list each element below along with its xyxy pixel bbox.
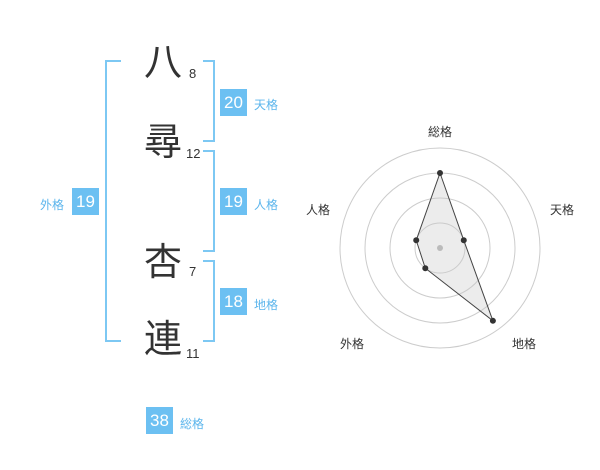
radar-point-2: [489, 317, 496, 324]
chi-kaku-label: 地格: [254, 298, 279, 312]
radar-point-4: [413, 237, 420, 244]
radar-center: [437, 245, 443, 251]
axis-label-jin: 人格: [306, 203, 331, 217]
stroke-count-1: 8: [189, 66, 197, 81]
sou-kaku-label: 総格: [180, 417, 205, 431]
radar-point-0: [437, 170, 443, 176]
radar-ring-3: [364, 172, 516, 324]
chi-kaku-badge: 18: [220, 288, 247, 315]
ten-kaku-label: 天格: [254, 98, 279, 112]
radar-polygon: [415, 171, 494, 323]
ten-bracket: [203, 60, 215, 142]
chi-bracket: [203, 260, 215, 342]
gai-kaku-label: 外格: [40, 198, 65, 212]
radar-point-3: [422, 265, 429, 272]
jin-kaku-label: 人格: [254, 198, 279, 212]
axis-label-ten: 天格: [550, 203, 575, 217]
name-char-1: 八: [144, 40, 183, 84]
name-char-2: 尋: [144, 120, 183, 164]
axis-label-gai: 外格: [340, 337, 365, 351]
sou-kaku-badge: 38: [146, 407, 173, 434]
ten-kaku-badge: 20: [220, 89, 247, 116]
gai-bracket: [105, 60, 121, 342]
jin-bracket: [203, 150, 215, 252]
stroke-count-3: 7: [189, 264, 197, 279]
name-char-3: 杏: [144, 240, 183, 284]
radar-ring-4: [339, 147, 541, 349]
radar-point-1: [460, 237, 467, 244]
stroke-count-2: 12: [186, 146, 201, 161]
gai-kaku-badge: 19: [72, 188, 99, 215]
axis-label-sou: 総格: [428, 125, 453, 139]
radar-ring-1: [414, 222, 466, 274]
stroke-count-4: 11: [186, 346, 200, 361]
jin-kaku-badge: 19: [220, 188, 247, 215]
radar-ring-2: [389, 197, 491, 299]
axis-label-chi: 地格: [512, 337, 537, 351]
name-char-4: 連: [144, 317, 183, 361]
